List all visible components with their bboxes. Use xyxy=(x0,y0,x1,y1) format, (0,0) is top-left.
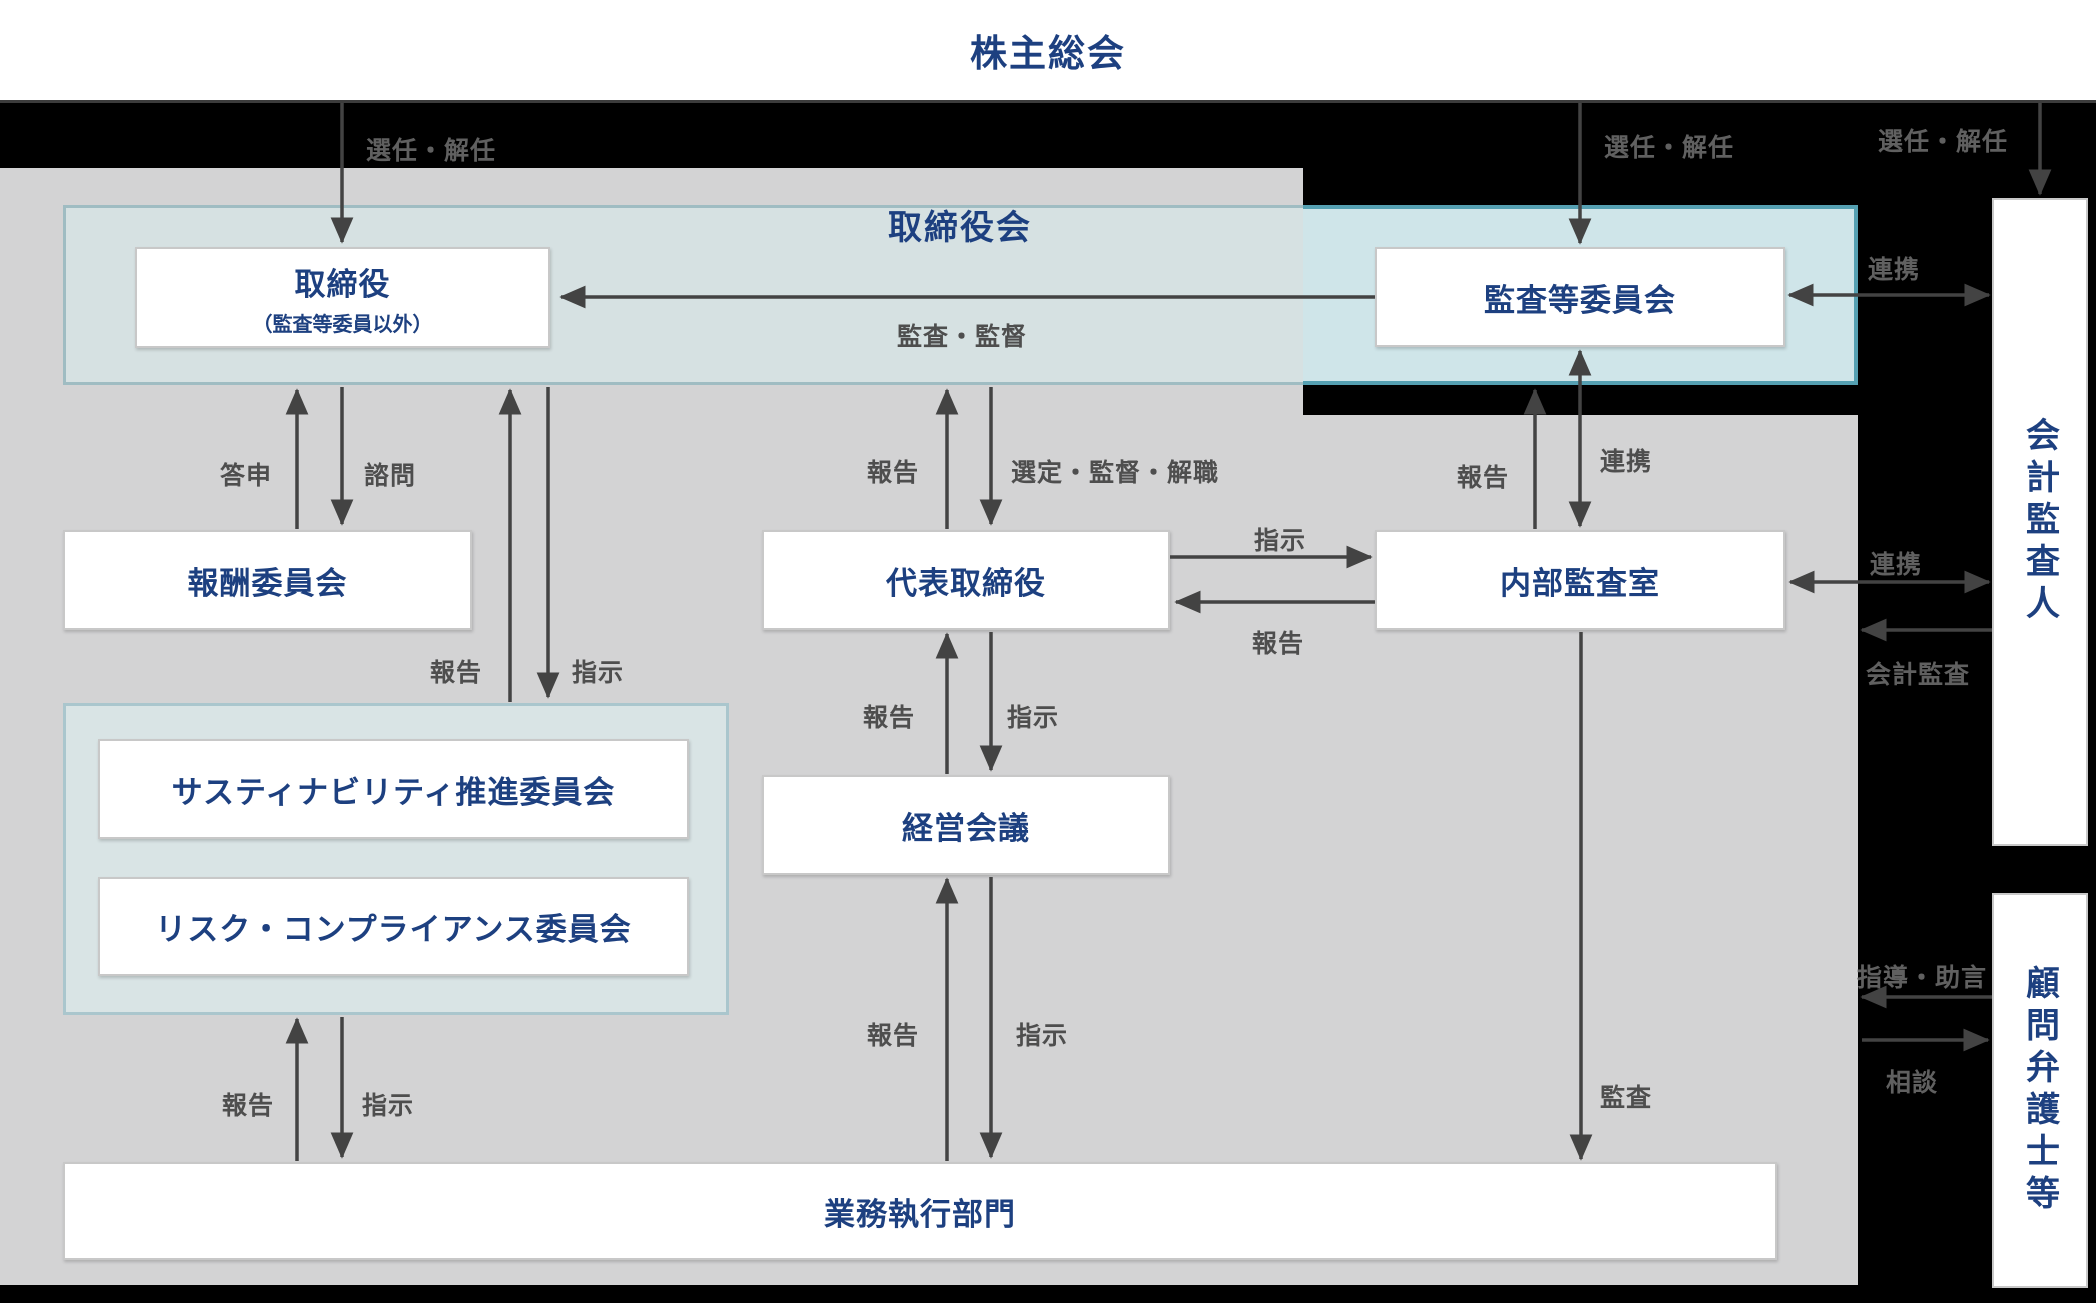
internal-audit-office-box: 内部監査室 xyxy=(1375,530,1785,630)
edge-label-instruct-exec-left: 指示 xyxy=(362,1092,415,1120)
edge-label-audit-supervision: 監査・監督 xyxy=(897,323,1028,351)
risk-compliance-committee-label: リスク・コンプライアンス委員会 xyxy=(155,912,632,947)
internal-audit-office-label: 内部監査室 xyxy=(1500,565,1660,601)
shareholders-meeting-box: 株主総会 xyxy=(0,0,2096,103)
edge-label-appoint-dismiss-2: 選任・解任 xyxy=(1604,134,1735,162)
edge-label-select-supervise-dismiss: 選定・監督・解職 xyxy=(1011,459,1220,487)
management-meeting-box: 経営会議 xyxy=(762,775,1170,875)
compensation-committee-label: 報酬委員会 xyxy=(187,565,348,601)
edge-label-report-committee: 報告 xyxy=(1457,464,1510,492)
directors-sublabel: （監査等委員以外） xyxy=(252,313,433,336)
edge-label-sodan: 相談 xyxy=(1886,1069,1939,1097)
edge-label-shimon: 諮問 xyxy=(364,462,417,490)
edge-label-report-internal: 報告 xyxy=(1252,630,1305,658)
management-meeting-label: 経営会議 xyxy=(902,810,1030,846)
risk-compliance-committee-box: リスク・コンプライアンス委員会 xyxy=(98,877,689,976)
compensation-committee-box: 報酬委員会 xyxy=(63,530,472,630)
edge-label-appoint-dismiss-1: 選任・解任 xyxy=(366,137,497,165)
edge-label-instruct-sus-top: 指示 xyxy=(572,659,625,687)
business-execution-division-label: 業務執行部門 xyxy=(824,1196,1016,1232)
business-execution-division-box: 業務執行部門 xyxy=(63,1162,1777,1260)
edge-label-kansa: 監査 xyxy=(1600,1084,1653,1112)
audit-supervisory-committee-box: 監査等委員会 xyxy=(1375,247,1785,347)
edge-label-report-exec-left: 報告 xyxy=(222,1092,275,1120)
edge-label-renkei-auditor-top: 連携 xyxy=(1868,256,1921,284)
edge-label-report-mgmt: 報告 xyxy=(863,704,916,732)
sustainability-committee-box: サスティナビリティ推進委員会 xyxy=(98,739,689,839)
edge-label-instruct-exec-center: 指示 xyxy=(1016,1022,1069,1050)
edge-label-report-board: 報告 xyxy=(867,459,920,487)
legal-advisors-box: 顧問弁護士等 xyxy=(1992,893,2088,1288)
directors-box: 取締役 （監査等委員以外） xyxy=(135,247,550,348)
edge-label-instruct-internal: 指示 xyxy=(1254,527,1307,555)
edge-label-renkei-auditor-mid: 連携 xyxy=(1870,551,1923,579)
directors-label: 取締役 xyxy=(294,266,391,302)
edge-label-appoint-dismiss-3: 選任・解任 xyxy=(1878,128,2009,156)
edge-label-report-sus-top: 報告 xyxy=(430,659,483,687)
edge-label-instruct-mgmt: 指示 xyxy=(1007,704,1060,732)
edge-label-toushin: 答申 xyxy=(220,462,273,490)
edge-label-guidance-advice: 指導・助言 xyxy=(1857,964,1988,992)
shareholders-meeting-label: 株主総会 xyxy=(970,33,1126,74)
legal-advisors-label: 顧問弁護士等 xyxy=(2020,964,2059,1217)
accounting-auditor-label: 会計監査人 xyxy=(2020,417,2059,627)
audit-supervisory-committee-label: 監査等委員会 xyxy=(1484,282,1676,318)
representative-director-label: 代表取締役 xyxy=(886,565,1046,601)
edge-label-accounting-audit: 会計監査 xyxy=(1866,661,1971,689)
edge-label-renkei-committee: 連携 xyxy=(1600,448,1653,476)
accounting-auditor-box: 会計監査人 xyxy=(1992,198,2088,846)
representative-director-box: 代表取締役 xyxy=(762,530,1170,630)
board-of-directors-label: 取締役会 xyxy=(888,209,1032,247)
edge-label-report-exec-center: 報告 xyxy=(867,1022,920,1050)
sustainability-committee-label: サスティナビリティ推進委員会 xyxy=(171,774,616,810)
